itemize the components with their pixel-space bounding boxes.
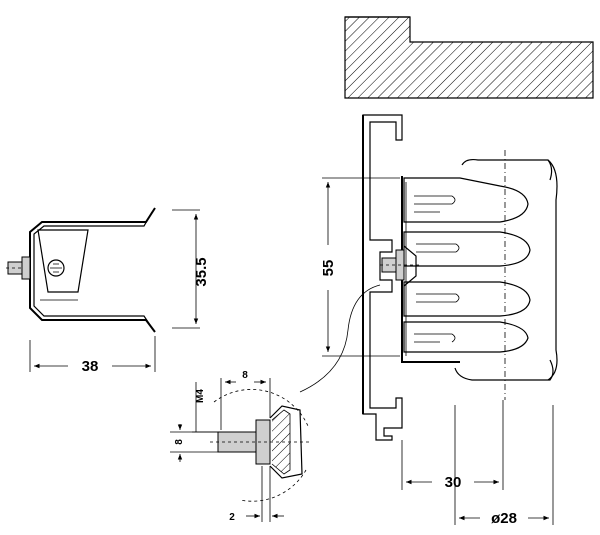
nut-icon	[47, 259, 65, 277]
label-diameter-28: ø28	[491, 510, 517, 527]
tubes	[454, 150, 558, 400]
dim-clip-width: 38	[29, 336, 156, 375]
label-8-left: 8	[174, 439, 185, 445]
ceiling-section	[344, 16, 594, 99]
label-m4: M4	[195, 389, 206, 403]
dim-pin-length: 8	[220, 370, 271, 430]
label-2: 2	[229, 512, 235, 523]
label-30: 30	[445, 474, 462, 491]
label-55: 55	[320, 260, 337, 277]
detail-view	[210, 389, 310, 502]
rail-pin	[380, 245, 420, 287]
label-8-top: 8	[242, 370, 248, 381]
dim-tube-offset: 30	[401, 400, 504, 491]
clip-side-view	[401, 176, 531, 363]
dim-washer: 2	[229, 466, 284, 523]
label-35-5: 35.5	[193, 257, 210, 286]
clip-front-view	[6, 207, 156, 333]
dim-thread: M4	[192, 382, 218, 433]
rail-profile	[362, 114, 403, 441]
dim-clip-height: 35.5	[172, 209, 210, 329]
dim-profile-height: 55	[320, 177, 400, 357]
detail-leader-line	[299, 284, 381, 393]
dim-tube-diameter: ø28	[454, 405, 554, 527]
dim-pin-diameter: 8	[170, 424, 218, 462]
label-38: 38	[82, 358, 99, 375]
